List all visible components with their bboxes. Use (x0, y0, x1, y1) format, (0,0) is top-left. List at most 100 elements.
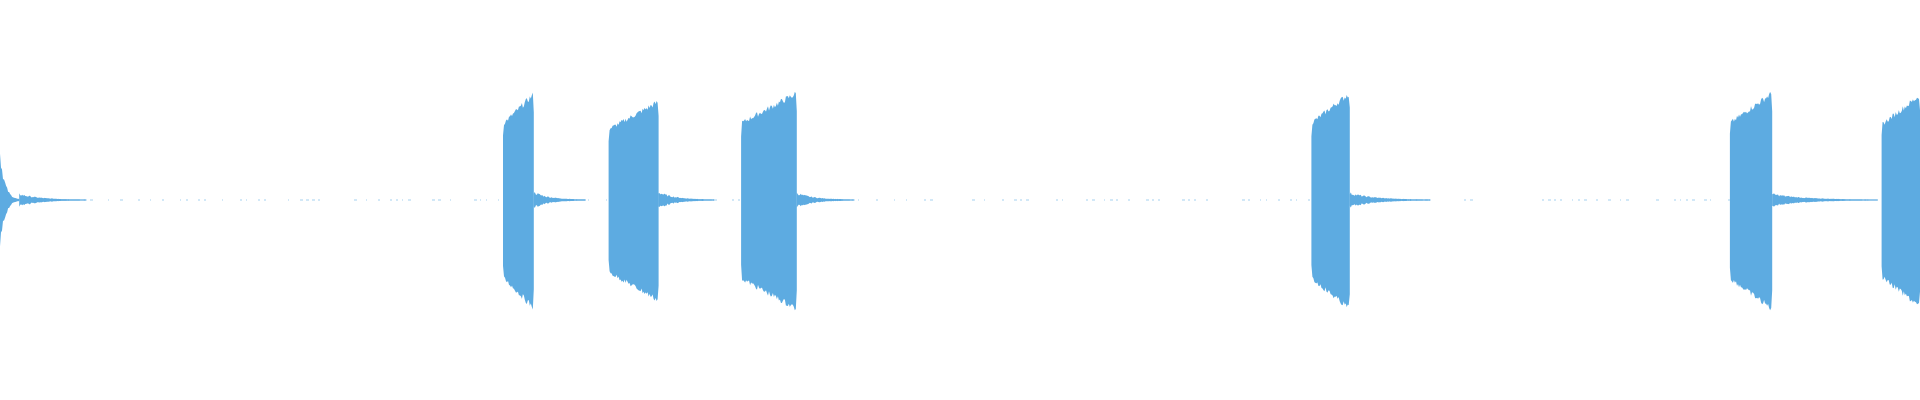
baseline-tick (288, 199, 289, 201)
baseline-tick (162, 199, 164, 201)
baseline-tick (432, 199, 435, 201)
baseline-tick (732, 199, 734, 201)
baseline-tick (906, 199, 907, 201)
baseline-tick (306, 199, 309, 201)
waveform-decay-7 (796, 192, 855, 208)
waveform-onset-0 (0, 153, 20, 247)
baseline-tick (714, 199, 717, 201)
baseline-tick (1266, 199, 1267, 201)
baseline-tick (738, 199, 740, 201)
baseline-tick (1674, 199, 1676, 201)
baseline-tick (204, 199, 206, 201)
baseline-tick (1680, 199, 1681, 201)
baseline-tick (1608, 199, 1611, 201)
baseline-tick (150, 199, 151, 201)
baseline-tick (498, 199, 499, 201)
baseline-tick (180, 199, 181, 201)
baseline-tick (300, 199, 303, 201)
baseline-tick (588, 199, 589, 201)
baseline-tick (1620, 199, 1621, 201)
baseline-tick (1464, 199, 1466, 201)
baseline-tick (1290, 199, 1292, 201)
waveform-segments (0, 91, 1920, 311)
baseline-tick (378, 199, 380, 201)
baseline-tick (1128, 199, 1130, 201)
baseline-tick (1260, 199, 1261, 201)
waveform-decay-1 (19, 193, 87, 207)
baseline-tick (1728, 199, 1731, 201)
baseline-tick (1710, 199, 1711, 201)
baseline-tick (1596, 199, 1598, 201)
baseline-tick (402, 199, 403, 201)
waveform-burst-10 (1729, 91, 1773, 311)
baseline-tick (972, 199, 975, 201)
waveform-burst-2 (503, 92, 534, 310)
baseline-tick (1278, 199, 1280, 201)
baseline-tick (1002, 199, 1004, 201)
baseline-tick (1056, 199, 1058, 201)
waveform-decay-5 (658, 193, 715, 207)
baseline-tick (1182, 199, 1185, 201)
baseline-tick (876, 199, 878, 201)
baseline-tick (1584, 199, 1587, 201)
baseline-tick (1026, 199, 1029, 201)
baseline-tick (1572, 199, 1573, 201)
baseline-tick (1110, 199, 1113, 201)
baseline-tick (1146, 199, 1149, 201)
baseline-tick (474, 199, 477, 201)
waveform-baseline (0, 199, 1904, 201)
baseline-tick (222, 199, 223, 201)
baseline-tick (390, 199, 392, 201)
baseline-tick (1086, 199, 1088, 201)
waveform-decay-11 (1772, 193, 1878, 207)
waveform-burst-6 (741, 91, 797, 311)
baseline-tick (1692, 199, 1695, 201)
baseline-tick (1308, 199, 1310, 201)
baseline-tick (924, 199, 926, 201)
baseline-tick (606, 199, 607, 201)
baseline-tick (1062, 199, 1063, 201)
baseline-tick (1152, 199, 1154, 201)
baseline-tick (1188, 199, 1190, 201)
waveform-burst-8 (1311, 95, 1350, 308)
baseline-tick (246, 199, 247, 201)
baseline-tick (486, 199, 487, 201)
waveform-burst-4 (608, 101, 659, 301)
baseline-tick (1554, 199, 1556, 201)
baseline-tick (1194, 199, 1196, 201)
baseline-tick (240, 199, 242, 201)
baseline-tick (450, 199, 451, 201)
baseline-tick (1704, 199, 1707, 201)
baseline-tick (1020, 199, 1022, 201)
baseline-tick (354, 199, 357, 201)
baseline-tick (894, 199, 895, 201)
baseline-tick (1578, 199, 1580, 201)
baseline-tick (1206, 199, 1208, 201)
baseline-tick (930, 199, 933, 201)
baseline-tick (1092, 199, 1095, 201)
baseline-tick (408, 199, 411, 201)
baseline-tick (1542, 199, 1544, 201)
baseline-tick (312, 199, 315, 201)
baseline-tick (1548, 199, 1551, 201)
baseline-tick (438, 199, 441, 201)
baseline-tick (1158, 199, 1160, 201)
baseline-tick (1560, 199, 1562, 201)
baseline-tick (318, 199, 320, 201)
baseline-tick (1248, 199, 1250, 201)
baseline-tick (366, 199, 367, 201)
waveform-burst-12 (1881, 97, 1920, 305)
baseline-tick (1296, 199, 1297, 201)
baseline-tick (1104, 199, 1105, 201)
baseline-tick (186, 199, 188, 201)
baseline-tick (858, 199, 859, 201)
baseline-tick (1014, 199, 1017, 201)
baseline-tick (984, 199, 985, 201)
baseline-tick (120, 199, 123, 201)
baseline-tick (1116, 199, 1118, 201)
waveform-decay-9 (1349, 192, 1431, 208)
baseline-tick (1686, 199, 1688, 201)
baseline-tick (1656, 199, 1659, 201)
